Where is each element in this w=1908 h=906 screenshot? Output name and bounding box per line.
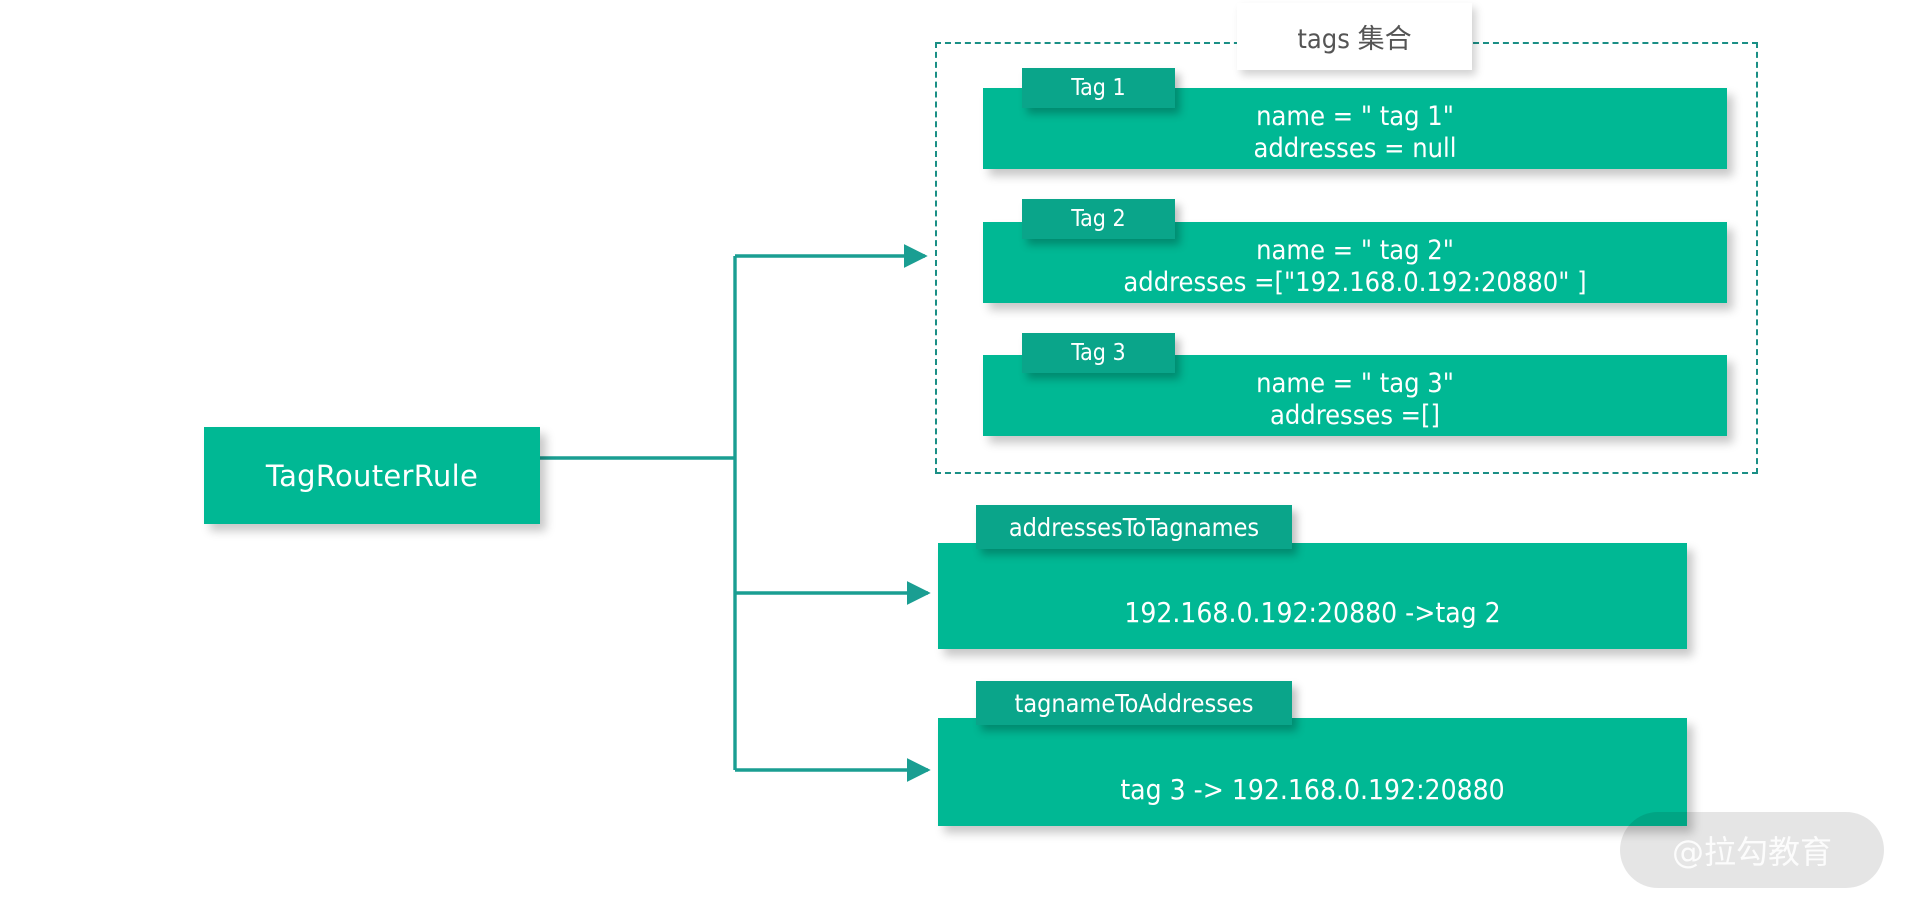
tag-card-1-name: name = " tag 1" [1256, 101, 1454, 133]
tag-card-3-name: name = " tag 3" [1256, 368, 1454, 400]
tag-card-3-chip-label: Tag 3 [1071, 340, 1126, 366]
tags-collection-label-text: tags 集合 [1297, 24, 1412, 55]
tag-card-1-body: name = " tag 1" addresses = null [983, 97, 1727, 169]
tag-card-2-chip[interactable]: Tag 2 [1022, 199, 1175, 239]
map-addresses-to-tagnames-body: 192.168.0.192:20880 ->tag 2 [938, 577, 1687, 649]
node-tag-router-rule-label: TagRouterRule [265, 458, 479, 493]
tag-card-2-addresses: addresses =["192.168.0.192:20880" ] [1123, 267, 1587, 298]
map-addresses-to-tagnames-chip[interactable]: addressesToTagnames [976, 505, 1292, 549]
watermark-text: @拉勾教育 [1671, 833, 1832, 871]
map-addresses-to-tagnames-entry: 192.168.0.192:20880 ->tag 2 [1124, 596, 1501, 630]
tag-card-1-chip[interactable]: Tag 1 [1022, 68, 1175, 108]
map-addresses-to-tagnames[interactable]: 192.168.0.192:20880 ->tag 2 [938, 543, 1687, 649]
tag-card-1-addresses: addresses = null [1253, 133, 1457, 164]
tag-card-2-body: name = " tag 2" addresses =["192.168.0.1… [983, 231, 1727, 303]
tag-card-3-addresses: addresses =[] [1269, 400, 1440, 431]
watermark-badge: @拉勾教育 [1620, 812, 1884, 888]
tags-collection-label: tags 集合 [1237, 3, 1472, 70]
map-tagname-to-addresses[interactable]: tag 3 -> 192.168.0.192:20880 [938, 718, 1687, 826]
map-tagname-to-addresses-chip-label: tagnameToAddresses [1014, 688, 1254, 718]
map-tagname-to-addresses-chip[interactable]: tagnameToAddresses [976, 681, 1292, 725]
tag-card-2-name: name = " tag 2" [1256, 235, 1454, 267]
node-tag-router-rule[interactable]: TagRouterRule [204, 427, 540, 524]
map-addresses-to-tagnames-chip-label: addressesToTagnames [1008, 512, 1260, 542]
tag-card-1-chip-label: Tag 1 [1071, 75, 1126, 101]
tag-card-3-body: name = " tag 3" addresses =[] [983, 364, 1727, 436]
tag-card-3-chip[interactable]: Tag 3 [1022, 333, 1175, 373]
map-tagname-to-addresses-body: tag 3 -> 192.168.0.192:20880 [938, 754, 1687, 826]
tag-card-2-chip-label: Tag 2 [1071, 206, 1126, 232]
map-tagname-to-addresses-entry: tag 3 -> 192.168.0.192:20880 [1120, 773, 1505, 807]
